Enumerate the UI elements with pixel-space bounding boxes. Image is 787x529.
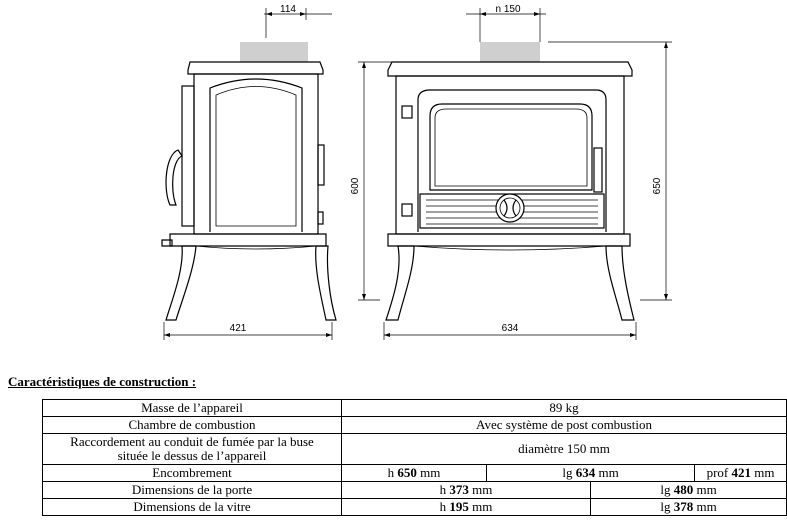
porte-label: Dimensions de la porte (42, 481, 342, 499)
dim-flue-offset: 114 (280, 4, 296, 15)
encombrement-lg: lg 634 mm (485, 464, 696, 482)
raccordement-value: diamètre 150 mm (341, 433, 787, 465)
table-row: Masse de l’appareil 89 kg (42, 399, 787, 417)
door-handle (165, 149, 183, 206)
table-row: Raccordement au conduit de fumée par la … (42, 433, 787, 465)
door-glass (429, 103, 593, 191)
specs-table: Masse de l’appareil 89 kg Chambre de com… (42, 399, 787, 516)
dim-width: 634 (502, 323, 519, 334)
section-title: Caractéristiques de construction : (8, 374, 197, 389)
porte-h: h 373 mm (340, 481, 592, 499)
vitre-h: h 195 mm (340, 498, 592, 516)
masse-value: 89 kg (341, 399, 787, 417)
encombrement-prof: prof 421 mm (694, 464, 787, 482)
encombrement-label: Encombrement (42, 464, 342, 482)
flue-collar (240, 42, 308, 62)
raccordement-label: Raccordement au conduit de fumée par la … (42, 433, 342, 465)
raccordement-label-line2: située le dessus de l’appareil (117, 448, 267, 463)
chambre-label: Chambre de combustion (42, 416, 342, 434)
rear-leg (165, 245, 197, 321)
dim-flue-diameter: n 150 (495, 4, 520, 15)
masse-label: Masse de l’appareil (42, 399, 342, 417)
table-row: Dimensions de la vitre h 195 mm lg 378 m… (42, 498, 787, 516)
chambre-value: Avec système de post combustion (341, 416, 787, 434)
porte-lg: lg 480 mm (590, 481, 787, 499)
table-row: Dimensions de la porte h 373 mm lg 480 m… (42, 481, 787, 499)
dim-depth: 421 (230, 323, 247, 334)
table-row: Chambre de combustion Avec système de po… (42, 416, 787, 434)
top-plate (187, 61, 324, 75)
flue-collar-front (480, 42, 540, 62)
vitre-label: Dimensions de la vitre (42, 498, 342, 516)
front-right-leg (605, 245, 635, 321)
front-view: n 150 634 (383, 4, 672, 340)
side-view: 114 421 600 (161, 4, 400, 340)
front-left-leg (385, 245, 415, 321)
front-handle (593, 147, 603, 193)
dim-height-side: 600 (350, 177, 361, 194)
raccordement-label-line1: Raccordement au conduit de fumée par la … (70, 434, 314, 449)
dim-height-front: 650 (652, 177, 663, 194)
stove-technical-drawing: 114 421 600 (161, 4, 672, 340)
table-row: Encombrement h 650 mm lg 634 mm prof 421… (42, 464, 787, 482)
encombrement-h: h 650 mm (341, 464, 487, 482)
vitre-lg: lg 378 mm (590, 498, 787, 516)
front-leg (315, 245, 337, 321)
